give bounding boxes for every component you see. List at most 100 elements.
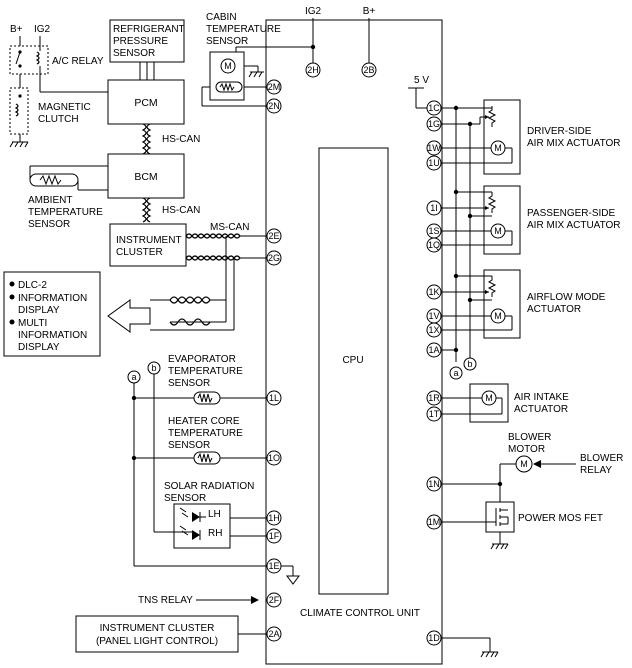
terminal-1R: 1R xyxy=(426,390,442,406)
terminal-1V: 1V xyxy=(426,308,442,324)
hs-can-label-2: HS-CAN xyxy=(162,205,200,216)
dlc-info-display-box xyxy=(3,271,101,357)
terminal-2F: 2F xyxy=(266,592,282,608)
dlc-label-5: INFORMATION xyxy=(18,330,87,341)
instrument-cluster-label-1: INSTRUMENT xyxy=(116,235,182,246)
svg-text:1C: 1C xyxy=(428,103,440,113)
svg-text:M: M xyxy=(485,393,493,403)
five-volt-label: 5 V xyxy=(414,75,429,86)
pcm-box xyxy=(107,79,185,125)
instrument-cluster-box xyxy=(109,223,187,267)
terminal-2A: 2A xyxy=(266,626,282,642)
panel-cluster-label-2: (PANEL LIGHT CONTROL) xyxy=(96,636,218,647)
ig2-left-label: IG2 xyxy=(34,24,51,35)
mosfet-icon xyxy=(495,508,509,526)
instrument-cluster-label-2: CLUSTER xyxy=(116,247,163,258)
terminal-1D: 1D xyxy=(426,630,442,646)
terminal-1E: 1E xyxy=(266,558,282,574)
bus-b-right: b xyxy=(463,357,477,371)
svg-text:1Q: 1Q xyxy=(428,240,440,250)
dlc-label-1: DLC-2 xyxy=(18,280,47,291)
ambient-sensor-thermistor-icon xyxy=(29,173,79,187)
air-intake-label-1: AIR INTAKE xyxy=(514,392,569,403)
cabin-sensor-motor-icon: M xyxy=(220,58,236,74)
ground-icon xyxy=(9,141,29,148)
panel-cluster-label-1: INSTRUMENT CLUSTER xyxy=(100,623,215,634)
blower-relay-label-1: BLOWER xyxy=(580,453,623,464)
terminal-1X: 1X xyxy=(426,322,442,338)
heater-core-thermistor-icon xyxy=(193,451,221,465)
svg-text:2A: 2A xyxy=(268,629,279,639)
svg-text:2M: 2M xyxy=(268,82,281,92)
passenger-actuator-label-2: AIR MIX ACTUATOR xyxy=(527,220,621,231)
svg-text:1E: 1E xyxy=(268,561,279,571)
svg-text:1L: 1L xyxy=(269,393,279,403)
terminal-1G: 1G xyxy=(426,116,442,132)
bus-a-right: a xyxy=(449,366,463,380)
terminal-1N: 1N xyxy=(426,476,442,492)
cpu-box xyxy=(318,147,389,595)
magnetic-clutch-label-1: MAGNETIC xyxy=(38,102,91,113)
svg-text:1G: 1G xyxy=(428,119,440,129)
ambient-label-1: AMBIENT xyxy=(28,195,72,206)
solar-lh-label: LH xyxy=(208,509,221,520)
dlc-label-2: INFORMATION xyxy=(18,293,87,304)
tns-relay-label: TNS RELAY xyxy=(138,595,193,606)
panel-light-cluster-box xyxy=(75,615,239,653)
svg-text:b: b xyxy=(151,363,156,373)
svg-text:1F: 1F xyxy=(269,531,280,541)
magnetic-clutch-label-2: CLUTCH xyxy=(38,114,79,125)
cabin-label-3: SENSOR xyxy=(206,36,248,47)
evaporator-label-2: TEMPERATURE xyxy=(168,366,243,377)
ig2-top-label: IG2 xyxy=(305,6,322,17)
dlc-arrow-icon xyxy=(107,299,151,333)
evaporator-label-1: EVAPORATOR xyxy=(168,354,236,365)
svg-text:1T: 1T xyxy=(429,409,440,419)
ac-relay-label: A/C RELAY xyxy=(52,56,104,67)
svg-text:2N: 2N xyxy=(268,101,280,111)
terminal-1I: 1I xyxy=(426,200,442,216)
svg-text:1R: 1R xyxy=(428,393,440,403)
hs-can-twisted-pair-1 xyxy=(141,123,152,155)
cpu-label: CPU xyxy=(342,355,363,366)
svg-text:M: M xyxy=(494,226,502,236)
svg-text:b: b xyxy=(467,359,472,369)
svg-text:1H: 1H xyxy=(268,513,280,523)
power-mos-fet-label: POWER MOS FET xyxy=(518,513,603,524)
bcm-box xyxy=(107,153,185,199)
evaporator-label-3: SENSOR xyxy=(168,378,210,389)
magnetic-clutch-box xyxy=(9,87,29,135)
terminal-1A: 1A xyxy=(426,342,442,358)
airflow-motor-icon: M xyxy=(490,308,506,324)
refrigerant-label-3: SENSOR xyxy=(113,48,155,59)
refrigerant-label-2: PRESSURE xyxy=(113,36,168,47)
svg-text:1O: 1O xyxy=(268,453,280,463)
dlc-label-4: MULTI xyxy=(18,318,47,329)
cabin-label-1: CABIN xyxy=(206,12,237,23)
terminal-2G: 2G xyxy=(266,250,282,266)
solar-lh-diode-icon xyxy=(179,507,201,522)
bcm-label: BCM xyxy=(134,171,157,183)
svg-text:M: M xyxy=(224,61,232,71)
terminal-1K: 1K xyxy=(426,284,442,300)
terminal-1H: 1H xyxy=(266,510,282,526)
bus-b-left: b xyxy=(147,361,161,375)
pcm-label: PCM xyxy=(134,97,157,109)
svg-text:M: M xyxy=(494,311,502,321)
svg-text:1M: 1M xyxy=(428,517,441,527)
svg-text:1U: 1U xyxy=(428,158,440,168)
airflow-actuator-label-2: ACTUATOR xyxy=(527,304,581,315)
driver-actuator-label-2: AIR MIX ACTUATOR xyxy=(527,138,621,149)
terminal-2H: 2H xyxy=(305,62,321,78)
ambient-label-3: SENSOR xyxy=(28,219,70,230)
ac-relay-box xyxy=(9,45,49,75)
driver-actuator-label-1: DRIVER-SIDE xyxy=(527,126,592,137)
terminal-1T: 1T xyxy=(426,406,442,422)
terminal-2E: 2E xyxy=(266,228,282,244)
hs-can-twisted-pair-2 xyxy=(141,197,152,223)
terminal-1F: 1F xyxy=(266,528,282,544)
airflow-mode-actuator-box xyxy=(483,269,521,339)
driver-motor-icon: M xyxy=(490,140,506,156)
terminal-1Q: 1Q xyxy=(426,237,442,253)
terminal-1L: 1L xyxy=(266,390,282,406)
